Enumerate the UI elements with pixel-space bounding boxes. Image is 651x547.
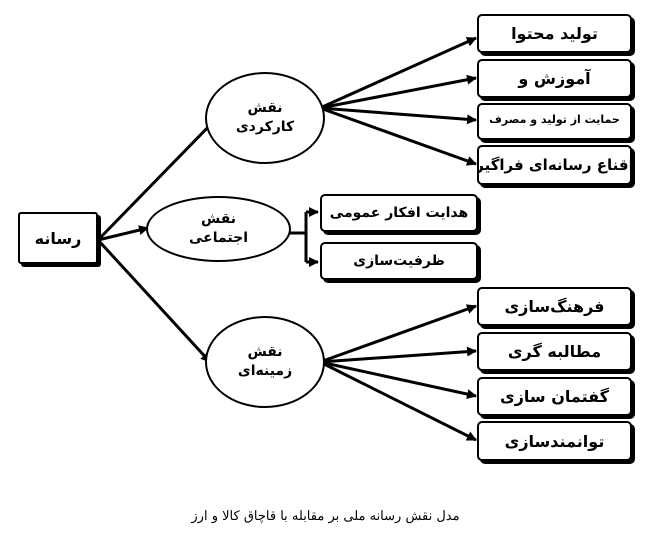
role-contextual-line2: زمینه‌ای <box>237 363 293 379</box>
connector-root-contextual <box>96 238 212 364</box>
functional-item: اقناع رسانه‌ای فراگیر <box>477 145 632 185</box>
social-item-label: ظرفیت‌سازی <box>353 253 445 269</box>
contextual-item: توانمندسازی <box>477 421 632 461</box>
connector-root-functional <box>96 118 217 242</box>
contextual-item-label: مطالبه گری <box>507 342 602 361</box>
contextual-item: فرهنگ‌سازی <box>477 287 632 326</box>
contextual-item-label: توانمندسازی <box>504 431 605 451</box>
role-social: نقش اجتماعی <box>146 196 291 262</box>
role-social-line1: نقش <box>200 211 237 227</box>
connector-functional-2 <box>319 74 477 110</box>
functional-item: حمایت از تولید و مصرف <box>477 103 632 140</box>
social-item: هدایت افکار عمومی <box>320 194 478 232</box>
root-node-label: رسانه <box>34 228 82 248</box>
role-functional: نقش کارکردی <box>205 72 325 164</box>
social-item-label: هدایت افکار عمومی <box>329 205 469 221</box>
figure-caption: مدل نقش رسانه ملی بر مقابله با قاچاق کال… <box>191 509 460 524</box>
functional-item-label: آموزش و <box>518 69 591 88</box>
role-social-line2: اجتماعی <box>189 229 248 246</box>
contextual-item-label: فرهنگ‌سازی <box>504 297 605 316</box>
contextual-item: مطالبه گری <box>477 332 632 371</box>
connector-functional-1 <box>319 36 477 110</box>
contextual-item: گفتمان سازی <box>477 377 632 416</box>
social-item: ظرفیت‌سازی <box>320 242 478 280</box>
connector-contextual-4 <box>319 360 477 442</box>
connector-root-social <box>97 225 149 242</box>
connector-contextual-3 <box>319 360 477 399</box>
functional-item-label: تولید محتوا <box>511 24 598 43</box>
contextual-item-label: گفتمان سازی <box>500 387 609 406</box>
role-functional-line2: کارکردی <box>235 119 295 135</box>
connector-functional-4 <box>319 106 477 166</box>
connector-functional-3 <box>319 106 477 125</box>
root-node: رسانه <box>18 212 98 264</box>
functional-item-label: اقناع رسانه‌ای فراگیر <box>477 156 632 174</box>
role-contextual-line1: نقش <box>247 344 283 361</box>
functional-item-label: حمایت از تولید و مصرف <box>489 113 620 126</box>
role-contextual: نقش زمینه‌ای <box>205 316 325 408</box>
functional-item: تولید محتوا <box>477 14 632 53</box>
connector-contextual-2 <box>319 346 477 364</box>
connector-contextual-1 <box>319 304 477 364</box>
functional-item: آموزش و <box>477 59 632 98</box>
role-functional-line1: نقش <box>247 100 283 117</box>
